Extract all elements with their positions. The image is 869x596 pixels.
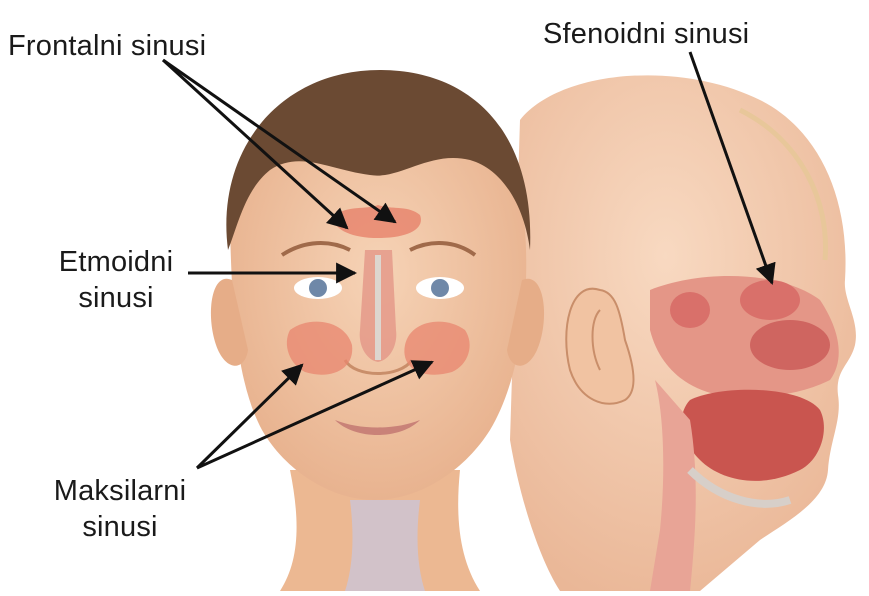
label-ethmoid-line1: Etmoidni xyxy=(41,244,191,280)
label-ethmoid-line2: sinusi xyxy=(41,280,191,316)
label-maxillary-line1: Maksilarni xyxy=(40,473,200,509)
label-frontal-sinuses: Frontalni sinusi xyxy=(8,28,206,64)
label-ethmoid-sinuses: Etmoidni sinusi xyxy=(41,244,191,316)
profile-head xyxy=(510,75,856,591)
label-sphenoid-sinuses: Sfenoidni sinusi xyxy=(543,16,749,52)
label-maxillary-line2: sinusi xyxy=(40,509,200,545)
label-maxillary-sinuses: Maksilarni sinusi xyxy=(40,473,200,545)
